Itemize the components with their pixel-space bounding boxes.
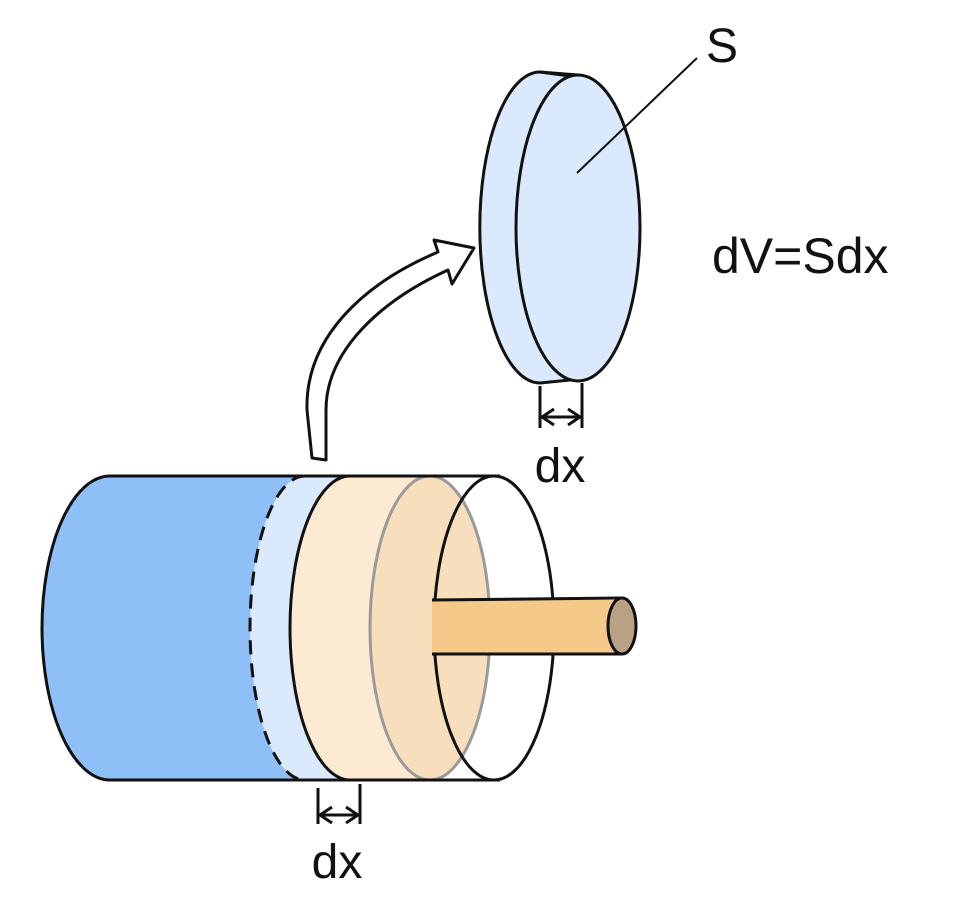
bottom-dx-arrowhead-left [317,805,333,825]
bottom-dx-label: dx [312,836,363,889]
piston-rod-end [606,596,638,656]
bottom-dx-arrowhead-right [345,805,361,825]
disk-dx-arrowhead-left [539,407,555,427]
area-leader-line [576,57,698,174]
disk-dx-arrowhead-right [567,407,583,427]
disk-face [514,73,642,383]
piston-rod [432,600,622,654]
area-label: S [706,20,738,73]
fluid-body [42,476,305,780]
disk-dx-label: dx [535,440,586,493]
extraction-arrow [305,238,476,462]
piston-rod-top [431,596,623,602]
slice-boundary [288,474,351,782]
dashed-boundary [248,474,306,782]
volume-formula: dV=Sdx [712,228,889,284]
cylinder-left-end [40,474,111,782]
disk-face-edge-top [539,70,579,77]
